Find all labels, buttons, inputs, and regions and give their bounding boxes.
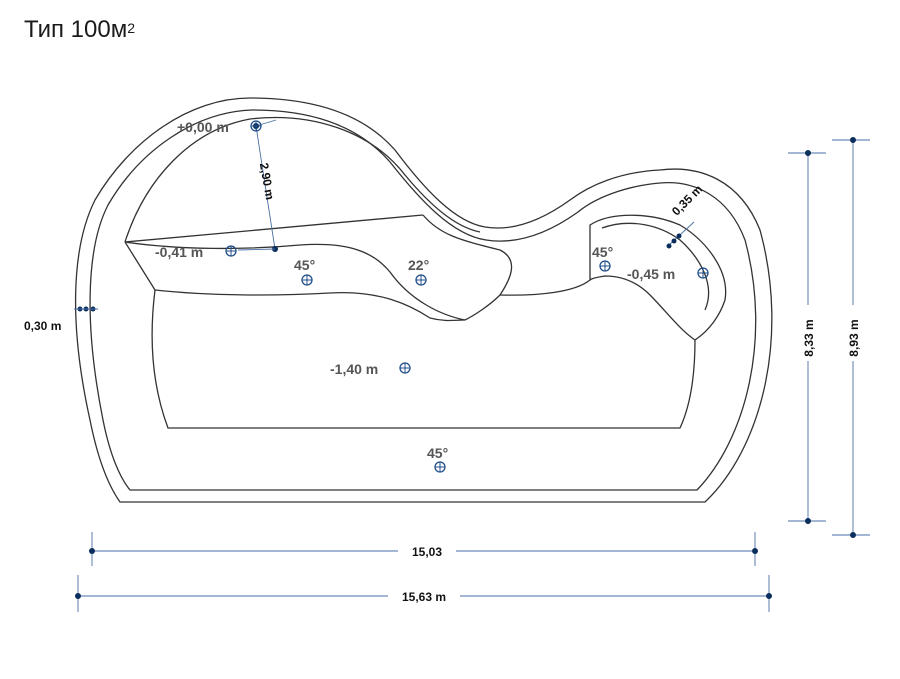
width-inner-label: 15,03 — [412, 545, 442, 559]
level-marker-top — [250, 120, 262, 132]
bench-depth-line — [255, 125, 276, 250]
bench-edge-line — [124, 214, 424, 243]
width-outer-label: 15,63 m — [402, 590, 446, 604]
top-level-leader — [255, 119, 277, 127]
height-outer-label: 8,93 m — [847, 319, 861, 356]
slope-label-bottom: 45° — [427, 445, 448, 461]
level-label-seat: -0,45 m — [627, 266, 675, 282]
level-label-deep: -1,40 m — [330, 361, 378, 377]
mid-slope-curve — [422, 214, 513, 321]
level-marker-seat — [697, 267, 709, 279]
level-marker-deep — [399, 362, 411, 374]
slope-marker-seat — [599, 260, 611, 272]
deep-zone-outline — [151, 289, 696, 429]
bench-depth-label: 2,90 m — [257, 162, 277, 201]
bench-front-curve — [124, 241, 466, 321]
bench-level-leader — [237, 248, 276, 251]
page-title: Тип 100м2 — [24, 16, 136, 43]
level-label-top: +0,00 m — [177, 119, 229, 135]
seat-wall-label: 0,35 m — [669, 182, 705, 218]
slope-label-left-step: 45° — [294, 257, 315, 273]
seat-inner-curve — [601, 222, 710, 311]
level-label-bench: -0,41 m — [155, 244, 203, 260]
slope-label-seat: 45° — [592, 244, 613, 260]
slope-marker-mid-step — [415, 274, 427, 286]
step-front-curve — [154, 289, 466, 322]
pool-coping-outline — [89, 109, 757, 491]
level-marker-bench — [225, 245, 237, 257]
wall-thickness-label: 0,30 m — [24, 319, 61, 333]
slope-label-mid-step: 22° — [408, 257, 429, 273]
seat-outline — [499, 214, 727, 341]
bench-upper-arc — [124, 116, 481, 243]
pool-outer-outline — [74, 97, 773, 503]
step-left-edge — [124, 241, 156, 291]
slope-marker-left-step — [301, 274, 313, 286]
slope-marker-bottom — [434, 461, 446, 473]
height-inner-label: 8,33 m — [802, 319, 816, 356]
